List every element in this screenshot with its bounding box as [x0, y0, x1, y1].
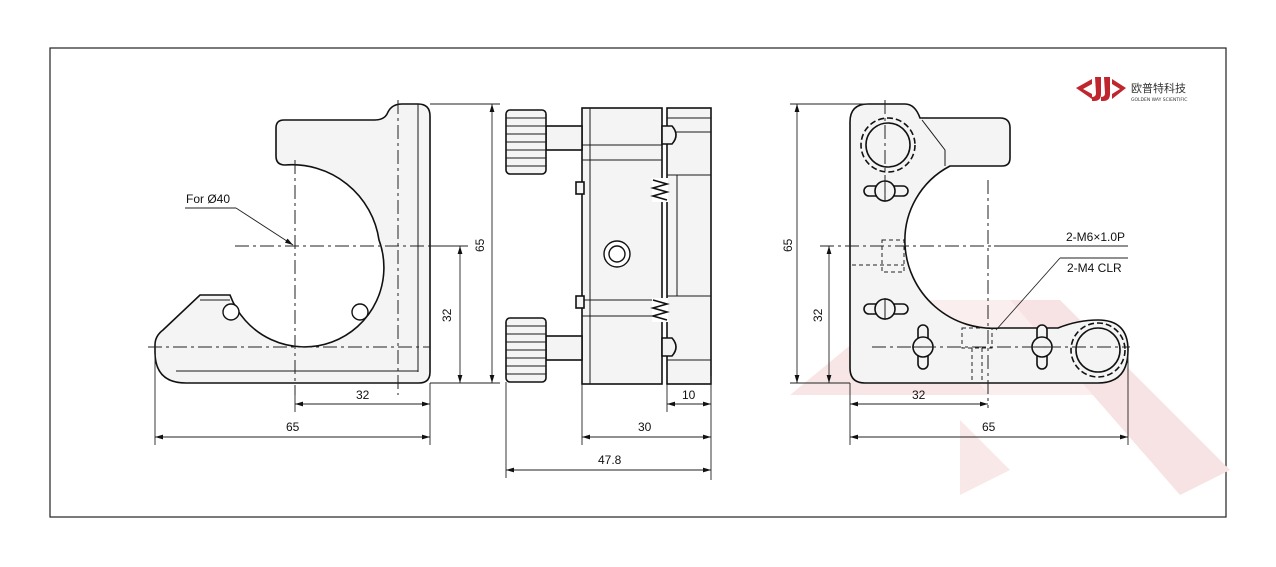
- side-view: 10 30 47.8: [505, 107, 712, 480]
- brand-name-en: GOLDEN WAY SCIENTIFIC: [1131, 97, 1187, 103]
- front-hole-left: [222, 303, 240, 321]
- front-dim-center-offset: 32: [356, 388, 370, 402]
- side-adjust-knob-bottom: [505, 317, 583, 383]
- side-spring-top: [650, 178, 670, 202]
- front-mount-body: [154, 103, 431, 384]
- front-note-diameter: For Ø40: [186, 192, 230, 206]
- brand-mark-icon: [1076, 77, 1126, 101]
- front-view: For Ø40 32 65 32 65: [148, 100, 500, 445]
- front-dim-overall-height: 65: [473, 238, 487, 252]
- rear-dim-overall-width: 65: [982, 420, 996, 434]
- rear-dim-center-offset: 32: [912, 388, 926, 402]
- rear-dim-overall-height: 65: [781, 238, 795, 252]
- side-dim-overall-depth: 47.8: [598, 453, 622, 467]
- rear-callout-clearance: 2-M4 CLR: [1067, 261, 1122, 275]
- rear-screw-1: [863, 180, 909, 202]
- drawing-frame: [49, 47, 1227, 518]
- side-spring-bottom: [650, 298, 670, 322]
- rear-mount-body: [849, 103, 1129, 384]
- rear-dim-center-height: 32: [811, 308, 825, 322]
- rear-knob-top: [860, 117, 916, 173]
- side-adjust-knob-top: [505, 109, 583, 175]
- front-dim-center-height: 32: [440, 308, 454, 322]
- side-dim-10: 10: [682, 388, 696, 402]
- side-hole-inner: [608, 245, 626, 263]
- side-dim-30: 30: [638, 420, 652, 434]
- side-back-plate: [666, 107, 712, 385]
- brand-logo: 欧普特科技 GOLDEN WAY SCIENTIFIC: [1076, 77, 1187, 103]
- front-dim-overall-width: 65: [286, 420, 300, 434]
- rear-callout-thread: 2-M6×1.0P: [1066, 230, 1125, 244]
- front-hole-right: [351, 303, 369, 321]
- brand-name-cn: 欧普特科技: [1131, 81, 1186, 95]
- rear-view: 2-M6×1.0P 2-M4 CLR 65 32 32 65: [781, 100, 1130, 445]
- rear-knob-right: [1070, 322, 1126, 378]
- rear-screw-2: [863, 298, 909, 320]
